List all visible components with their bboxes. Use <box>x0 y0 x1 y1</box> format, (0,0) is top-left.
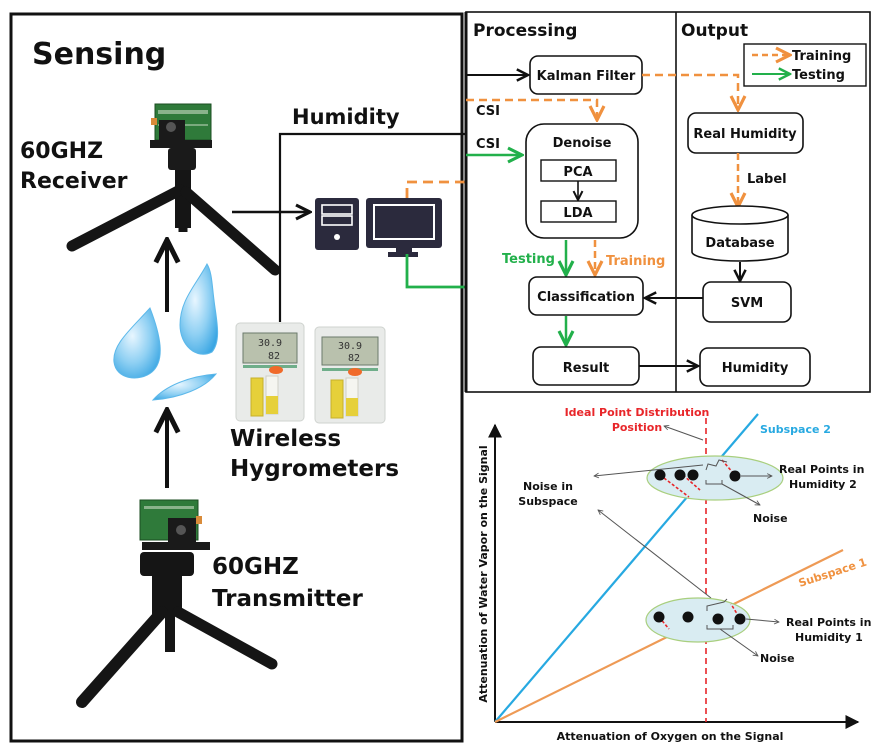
humidity-output-label: Humidity <box>722 361 789 376</box>
sensing-panel: Sensing 60GHZ Receiver <box>9 12 466 743</box>
receiver-leg-right <box>180 186 281 276</box>
receiver-label-line1: 60GHZ <box>20 139 103 164</box>
real-points1-line2: Humidity 1 <box>795 631 863 644</box>
hygrometer-label-line2: Hygrometers <box>230 456 399 482</box>
computer-icon <box>315 198 442 257</box>
real-points1-line1: Real Points in <box>786 616 871 629</box>
subspace2-label: Subspace 2 <box>760 423 831 436</box>
point <box>682 611 694 623</box>
water-drops-icon <box>113 262 219 401</box>
y-axis-label: Attenuation of Water Vapor on the Signal <box>477 445 490 702</box>
noise-subspace-line2: Subspace <box>518 495 577 508</box>
legend-testing-label: Testing <box>792 68 845 83</box>
point <box>712 613 724 625</box>
point <box>674 469 686 481</box>
real-points1-pointer <box>745 618 779 622</box>
transmitter-label-line2: Transmitter <box>212 586 364 612</box>
noise1-label: Noise <box>760 652 795 665</box>
hygrometer-right: 30.9 82 <box>314 326 386 424</box>
humidity-wire <box>278 132 466 322</box>
noise-subspace-pointer-top <box>594 464 704 476</box>
denoise-label: Denoise <box>553 136 612 151</box>
lda-box <box>540 200 617 223</box>
svg-text:82: 82 <box>348 353 360 364</box>
classification-label: Classification <box>537 290 635 305</box>
lda-label: LDA <box>563 206 592 221</box>
processing-title: Processing <box>473 21 577 41</box>
label-text: Label <box>747 172 787 187</box>
result-label: Result <box>563 361 610 376</box>
hygrometer-label-line1: Wireless <box>230 426 341 452</box>
ideal-pointer <box>664 426 704 441</box>
svg-text:30.9: 30.9 <box>258 338 282 349</box>
noise-subspace-pointer-bottom <box>598 510 712 599</box>
svg-text:82: 82 <box>268 351 280 362</box>
receiver-label-line2: Receiver <box>20 169 128 194</box>
csi-training-arrow <box>466 98 597 120</box>
sensing-title: Sensing <box>32 37 166 72</box>
classification-box <box>528 276 644 316</box>
csi-testing-label: CSI <box>476 137 500 152</box>
transmitter-label-line1: 60GHZ <box>212 554 299 580</box>
noise1-pointer <box>719 628 758 656</box>
noise-subspace-line1: Noise in <box>523 480 573 493</box>
hygrometer-left: 30.9 82 <box>235 322 305 422</box>
subspace-plot: Attenuation of Oxygen on the Signal Atte… <box>477 406 871 743</box>
svm-label: SVM <box>731 296 763 311</box>
x-axis-label: Attenuation of Oxygen on the Signal <box>557 730 784 743</box>
receiver-leg-left <box>66 184 186 252</box>
ideal-label-line2: Position <box>612 421 662 434</box>
real-points2-line1: Real Points in <box>779 463 864 476</box>
transmitter-device <box>76 499 278 708</box>
noise2-label: Noise <box>753 512 788 525</box>
legend: Training Testing <box>743 43 867 87</box>
svg-text:30.9: 30.9 <box>338 341 362 352</box>
csi-training-label: CSI <box>476 104 500 119</box>
receiver-device <box>66 103 281 276</box>
real-humidity-label: Real Humidity <box>693 127 797 142</box>
pc-tower-icon <box>315 198 359 250</box>
point <box>654 469 666 481</box>
ideal-label-line1: Ideal Point Distribution <box>565 406 710 419</box>
point <box>687 469 699 481</box>
processing-output-panel: Processing Output Training Testing Kalma… <box>464 11 871 393</box>
humidity-wire-label: Humidity <box>292 105 400 129</box>
cluster-humidity1 <box>645 597 751 643</box>
database-label: Database <box>705 236 774 251</box>
kalman-filter-label: Kalman Filter <box>537 69 636 84</box>
legend-training-label: Training <box>792 49 851 64</box>
svm-box <box>702 281 792 323</box>
training-link-computer <box>405 180 466 198</box>
humidity-output-box <box>699 347 811 387</box>
training-label: Training <box>606 254 665 269</box>
output-title: Output <box>681 21 748 41</box>
point <box>653 611 665 623</box>
database-icon <box>691 205 789 262</box>
real-points2-line2: Humidity 2 <box>789 478 857 491</box>
point <box>734 613 746 625</box>
real-humidity-box <box>687 112 804 154</box>
testing-label: Testing <box>502 252 555 267</box>
point <box>729 470 741 482</box>
cluster-humidity2 <box>646 455 784 501</box>
noise2-pointer <box>721 483 760 505</box>
subspace1-label: Subspace 1 <box>797 556 868 590</box>
kalman-to-real-humidity <box>642 73 738 110</box>
testing-link-computer <box>405 254 466 289</box>
pca-label: PCA <box>563 165 592 180</box>
